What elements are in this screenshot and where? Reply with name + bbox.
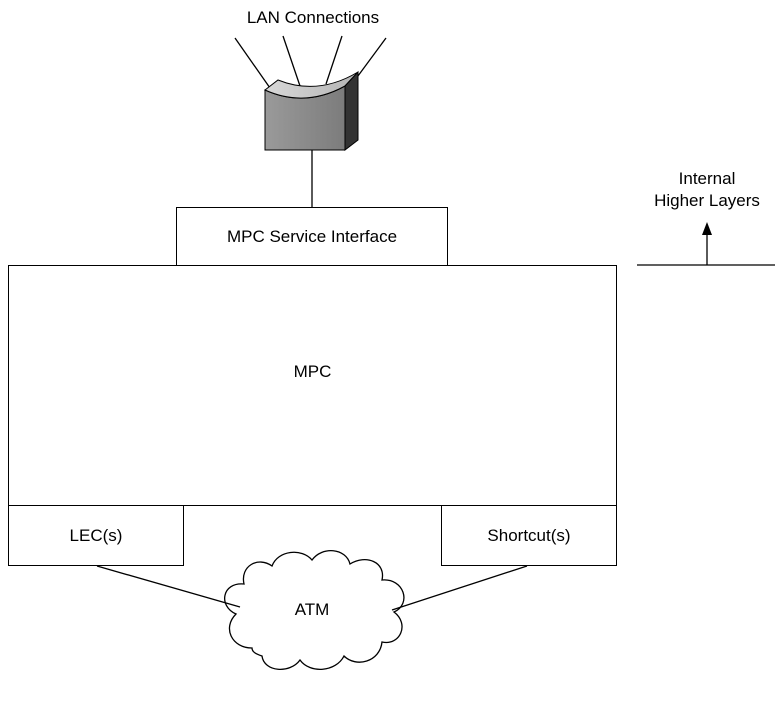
up-arrow-icon: [702, 222, 712, 235]
lan-line-4: [354, 37, 387, 81]
lan-line-3: [325, 35, 343, 85]
shortcut-label: Shortcut(s): [487, 526, 571, 545]
mpc-box: MPC: [8, 265, 617, 506]
lan-line-2: [282, 35, 301, 87]
mpc-label: MPC: [293, 362, 332, 381]
mpc-service-interface-label: MPC Service Interface: [226, 227, 398, 246]
shortcut-to-atm-line: [391, 565, 528, 611]
shortcut-box: Shortcut(s): [441, 505, 617, 566]
lan-line-1: [234, 37, 271, 89]
higher-layers-label-line1: Internal: [678, 169, 736, 188]
mpc-service-interface-box: MPC Service Interface: [176, 207, 448, 266]
lec-box: LEC(s): [8, 505, 184, 566]
atm-label: ATM: [294, 600, 330, 619]
lan-connections-label: LAN Connections: [246, 8, 380, 27]
cloud-icon: [224, 550, 405, 670]
lec-to-atm-line: [96, 565, 241, 608]
switch-device-icon: [264, 70, 359, 152]
lec-label: LEC(s): [69, 526, 123, 545]
lan-connection-lines: [234, 35, 387, 89]
higher-layers-label-line2: Higher Layers: [654, 191, 760, 210]
